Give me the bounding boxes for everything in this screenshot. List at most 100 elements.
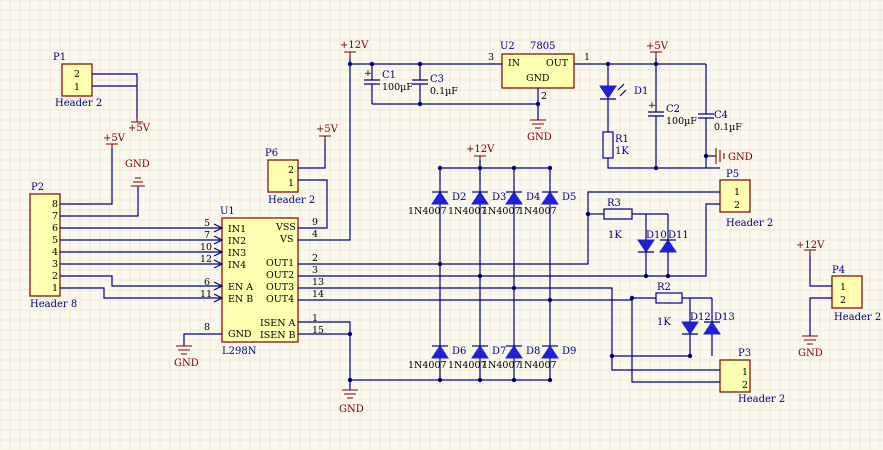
u2-gnd: GND	[526, 73, 550, 84]
header-p6[interactable]: P6 2 1 Header 2	[265, 148, 315, 206]
p2-gnd-label: GND	[125, 159, 150, 170]
p6-pin: 1	[288, 178, 294, 189]
bridge-diode-bottom[interactable]: D7 1N4007	[448, 345, 506, 371]
res-r3[interactable]: R3 1K	[603, 198, 633, 241]
u1-in4: IN4	[228, 260, 246, 271]
bridge-diode-part: 1N4007	[482, 360, 521, 371]
p3-pin: 1	[742, 367, 748, 378]
u1-out1: OUT1	[266, 258, 294, 269]
bridge-diode-ref: D3	[492, 192, 506, 203]
u1-pinnum: 5	[204, 218, 210, 229]
p5-pin: 1	[734, 187, 740, 198]
bridge-diode-part: 1N4007	[448, 206, 487, 217]
u1-pinnum: 15	[312, 325, 324, 336]
p6-5v-label: +5V	[316, 124, 339, 135]
r1-value: 1K	[615, 146, 629, 157]
p3-name: Header 2	[738, 394, 785, 405]
led-d13[interactable]: D13	[703, 312, 735, 356]
u2-ref: U2	[500, 41, 515, 52]
led-d1[interactable]: D1	[599, 64, 648, 132]
bridge-diode-ref: D7	[492, 346, 506, 357]
cap-c4[interactable]: C4 0.1µF	[698, 64, 742, 168]
p4-pin: 2	[840, 295, 846, 306]
bridge-diode-part: 1N4007	[482, 206, 521, 217]
u1-ref: U1	[220, 206, 235, 217]
u1-pinnum: 11	[200, 289, 212, 300]
d1-ref: D1	[634, 86, 648, 97]
bridge-diode-top[interactable]: D3 1N4007	[448, 191, 506, 217]
bridge-diode-part: 1N4007	[408, 360, 447, 371]
p2-ref: P2	[31, 182, 44, 193]
r1-ref: R1	[615, 134, 629, 145]
u2-7805[interactable]: U2 7805 IN OUT GND 3 1 2	[488, 41, 590, 102]
bridge-diode-bottom[interactable]: D9 1N4007	[518, 345, 576, 371]
header-p1[interactable]: P1 2 1 Header 2	[53, 52, 102, 109]
u1-l298n[interactable]: U1 L298N IN1 IN2 IN3 IN4 EN A EN B GND V…	[200, 206, 324, 357]
u2-out: OUT	[546, 58, 569, 69]
rail-12v-label: +12V	[340, 40, 369, 51]
cap-c3[interactable]: C3 0.1µF	[412, 64, 458, 104]
u1-isenb: ISEN B	[260, 330, 296, 341]
p1-ref: P1	[53, 52, 66, 63]
c4-value: 0.1µF	[714, 122, 742, 133]
p1-5v-label: +5V	[128, 123, 151, 134]
r3-ref: R3	[607, 198, 621, 209]
p4-ref: P4	[832, 265, 845, 276]
bridge-diode-part: 1N4007	[518, 206, 557, 217]
bridge-diode-part: 1N4007	[448, 360, 487, 371]
c1-ref: C1	[382, 70, 396, 81]
p4-12v-label: +12V	[796, 240, 825, 251]
bridge-diode-part: 1N4007	[408, 206, 447, 217]
u1-pinnum: 4	[312, 229, 318, 240]
header-p5[interactable]: P5 1 2 Header 2	[719, 169, 773, 229]
header-p4[interactable]: P4 1 2 Header 2	[831, 265, 881, 323]
p3-ref: P3	[738, 348, 751, 359]
res-r1[interactable]: R1 1K	[602, 131, 629, 159]
r2-value: 1K	[657, 317, 671, 328]
d11-ref: D11	[668, 230, 689, 241]
c1-polarity: +	[364, 68, 372, 79]
diode-bridge: D21N4007D61N4007D31N4007D71N4007D41N4007…	[408, 165, 576, 383]
p6-pin: 2	[288, 165, 294, 176]
p2-5v-label: +5V	[103, 133, 126, 144]
led-d11[interactable]: D11	[659, 230, 689, 276]
bridge-diode-top[interactable]: D4 1N4007	[482, 191, 540, 217]
cap-c2[interactable]: + C2 100µF	[648, 64, 697, 168]
u1-pinnum: 14	[312, 289, 324, 300]
u1-pinnum: 12	[200, 254, 212, 265]
u1-value: L298N	[222, 346, 257, 357]
u1-vs: VS	[279, 234, 293, 245]
u1-out4: OUT4	[266, 294, 294, 305]
c4-gnd-label: GND	[728, 152, 753, 163]
header-p3[interactable]: P3 1 2 Header 2	[719, 348, 785, 405]
u1-pinnum: 9	[312, 217, 318, 228]
cap-c1[interactable]: C1 100µF +	[364, 64, 413, 104]
u2-pin-out: 1	[584, 52, 590, 63]
u1-vss: VSS	[275, 222, 296, 233]
u1-out3: OUT3	[266, 282, 294, 293]
p2-pin: 5	[52, 235, 58, 246]
led-d10[interactable]: D10	[637, 230, 667, 276]
bridge-diode-ref: D4	[526, 192, 540, 203]
bridge-diode-ref: D6	[452, 346, 466, 357]
u2-pin-gnd: 2	[541, 91, 547, 102]
u1-pinnum: 8	[204, 322, 210, 333]
bridge-diode-bottom[interactable]: D6 1N4007	[408, 345, 466, 371]
u1-isena: ISEN A	[260, 318, 296, 329]
bridge-diode-part: 1N4007	[518, 360, 557, 371]
u1-pinnum: 3	[312, 265, 318, 276]
u1-ena: EN A	[228, 282, 253, 293]
p2-pin: 1	[52, 283, 58, 294]
u1-in3: IN3	[228, 248, 246, 259]
bridge-diode-ref: D9	[562, 346, 576, 357]
p5-pin: 2	[734, 200, 740, 211]
p6-ref: P6	[265, 148, 278, 159]
d12-ref: D12	[690, 312, 711, 323]
u1-gnd-label: GND	[174, 358, 199, 369]
header-p2[interactable]: P2 8 7 6 5 4 3 2 1 Header 8	[29, 182, 77, 310]
u1-pinnum: 7	[204, 230, 210, 241]
